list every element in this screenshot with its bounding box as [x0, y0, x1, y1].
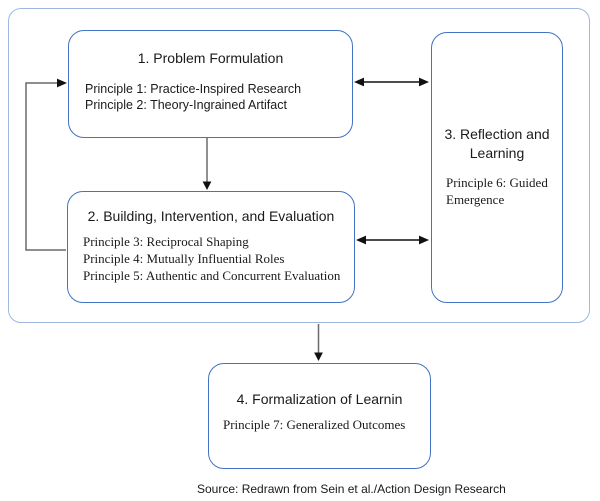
principle-item: Principle 4: Mutually Influential Roles: [83, 251, 285, 266]
box-title: 2. Building, Intervention, and Evaluatio…: [87, 208, 335, 224]
principle-item: Principle 3: Reciprocal Shaping: [83, 234, 249, 249]
principles-list: Principle 3: Reciprocal Shaping Principl…: [68, 233, 354, 284]
box-building-intervention-evaluation: 2. Building, Intervention, and Evaluatio…: [67, 191, 355, 303]
principle-item: Principle 6: Guided Emergence: [446, 175, 548, 207]
principles-list: Principle 7: Generalized Outcomes: [209, 416, 430, 433]
box-title: 3. Reflection and Learning: [444, 126, 550, 161]
principles-list: Principle 6: Guided Emergence: [432, 174, 562, 208]
principle-item: Principle 1: Practice-Inspired Research: [85, 82, 302, 96]
box-title: 4. Formalization of Learnin: [236, 391, 403, 407]
principle-item: Principle 5: Authentic and Concurrent Ev…: [83, 268, 341, 283]
box-title: 1. Problem Formulation: [137, 50, 284, 66]
principles-list: Principle 1: Practice-Inspired Research …: [69, 81, 352, 113]
box-problem-formulation: 1. Problem Formulation Principle 1: Prac…: [68, 30, 353, 138]
box-reflection-and-learning: 3. Reflection and Learning Principle 6: …: [431, 32, 563, 303]
source-caption: Source: Redrawn from Sein et al./Action …: [197, 482, 506, 496]
principle-item: Principle 2: Theory-Ingrained Artifact: [85, 98, 287, 112]
principle-item: Principle 7: Generalized Outcomes: [223, 417, 406, 432]
box-formalization-of-learning: 4. Formalization of Learnin Principle 7:…: [208, 363, 431, 469]
arrow-down-to-formalization-icon: [314, 324, 323, 361]
